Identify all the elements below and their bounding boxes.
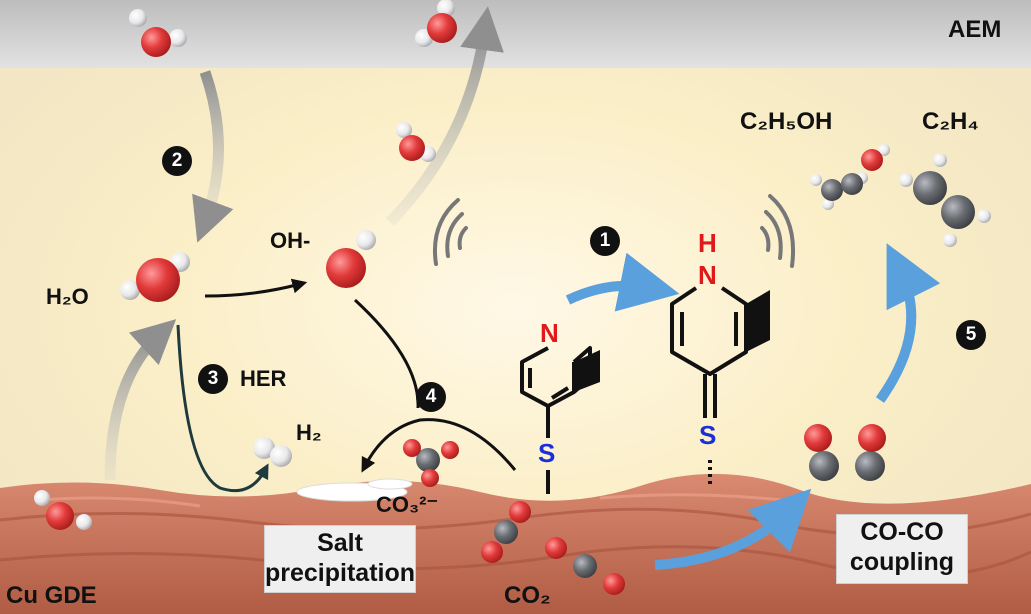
oh-label: OH- [270,228,311,253]
ethylene-label: C₂H₄ [922,108,979,135]
carbonate-ion [403,439,459,487]
co2-label: CO₂ [504,582,551,609]
carbonate-to-salt-arrow [361,418,517,473]
water-molecule-top [129,9,187,57]
cu-gde-label: Cu GDE [6,582,97,609]
signal-waves-right [760,194,795,268]
pyridine-n-label: N [540,318,559,348]
co2-molecule-right [545,537,625,595]
thione-h-label: H [698,228,717,258]
signal-waves-left [433,198,468,266]
co-coupling-box: CO-CO coupling [836,514,968,584]
salt-precipitation-box: Salt precipitation [264,525,416,593]
pyridine-wedge [574,350,600,392]
hydroxide-ion [326,230,376,288]
water-rise-arrow [104,319,177,481]
water-molecule-surface [34,490,92,530]
adsorbed-co-pair [804,424,886,481]
pyridine-s-label: S [538,438,556,468]
coupling-line1: CO-CO [860,518,944,546]
ethylene-molecule [899,153,991,247]
ethanol-label: C₂H₅OH [740,108,833,135]
h2o-to-oh-arrow [204,278,308,298]
salt-deposit-small [367,478,413,490]
step-1-marker: 1 [590,226,620,256]
h2o-label: H₂O [46,284,89,309]
step-3-marker: 3 [198,364,228,394]
co2-molecule-left [481,501,531,563]
thione-wedge [746,290,770,352]
aem-label: AEM [948,16,1002,43]
salt-line2: precipitation [265,559,416,587]
water-molecule-mid [396,122,436,162]
co2-to-coupling-arrow [654,488,812,570]
water-molecule-h2o [120,252,190,302]
ethanol-molecule [810,144,890,210]
oh-escape-arrow [386,6,504,226]
step-2-marker: 2 [162,146,192,176]
her-label: HER [240,366,287,391]
step-4-marker: 4 [416,382,446,412]
thione-s-label: S [699,420,717,450]
hydrogen-molecule [253,437,292,467]
her-arrow [176,324,269,493]
water-supply-arrow-2 [192,70,234,243]
h2-label: H₂ [296,420,322,445]
activation-arrow-1 [565,252,680,312]
salt-line1: Salt [317,529,363,557]
coupling-to-product-arrow-5 [875,243,941,403]
water-molecule-upper [415,0,457,47]
thione-n-label: N [698,260,717,290]
coupling-line2: coupling [849,548,955,576]
carbonate-label: CO₃²⁻ [376,492,439,517]
step-5-marker: 5 [956,320,986,350]
